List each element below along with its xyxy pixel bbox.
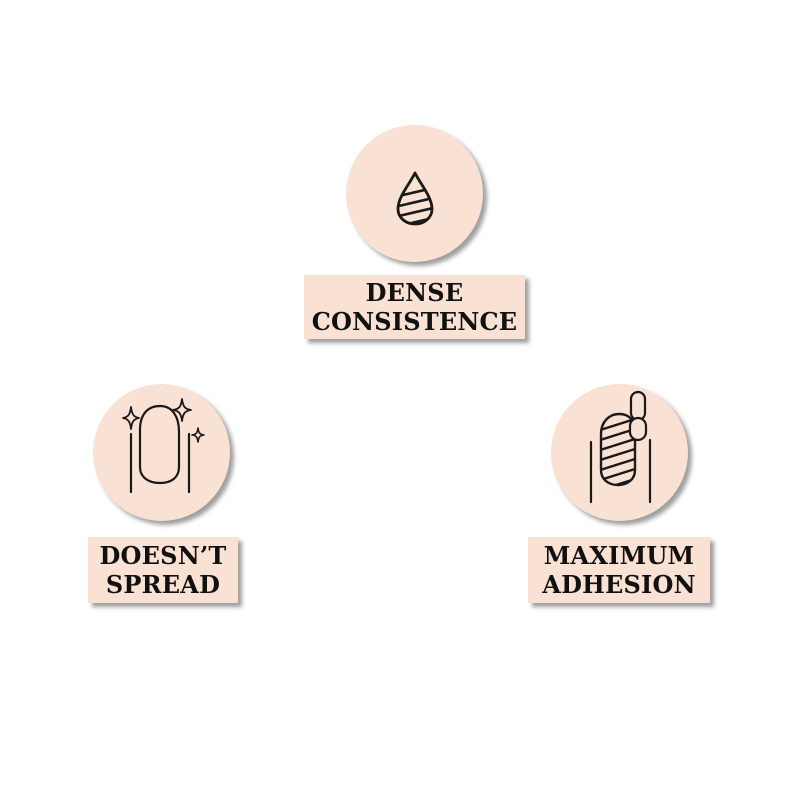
striped-drop-icon — [396, 171, 434, 226]
feature-badge — [93, 384, 230, 521]
feature-label-line2: CONSISTENCE — [311, 307, 518, 336]
nail-brush-icon — [589, 390, 652, 504]
feature-label-line1: MAXIMUM — [543, 541, 695, 570]
sparkling-nail-icon — [122, 398, 205, 494]
feature-badge — [551, 384, 688, 521]
feature-label-line1: DENSE — [365, 278, 464, 307]
feature-label-line2: ADHESION — [542, 570, 696, 599]
feature-label-line2: SPREAD — [105, 570, 221, 599]
feature-badge — [346, 125, 483, 262]
feature-label-line1: DOESN’T — [99, 541, 227, 570]
feature-label: MAXIMUM ADHESION — [528, 537, 710, 603]
feature-label: DENSE CONSISTENCE — [304, 275, 525, 339]
feature-label: DOESN’T SPREAD — [88, 537, 238, 603]
